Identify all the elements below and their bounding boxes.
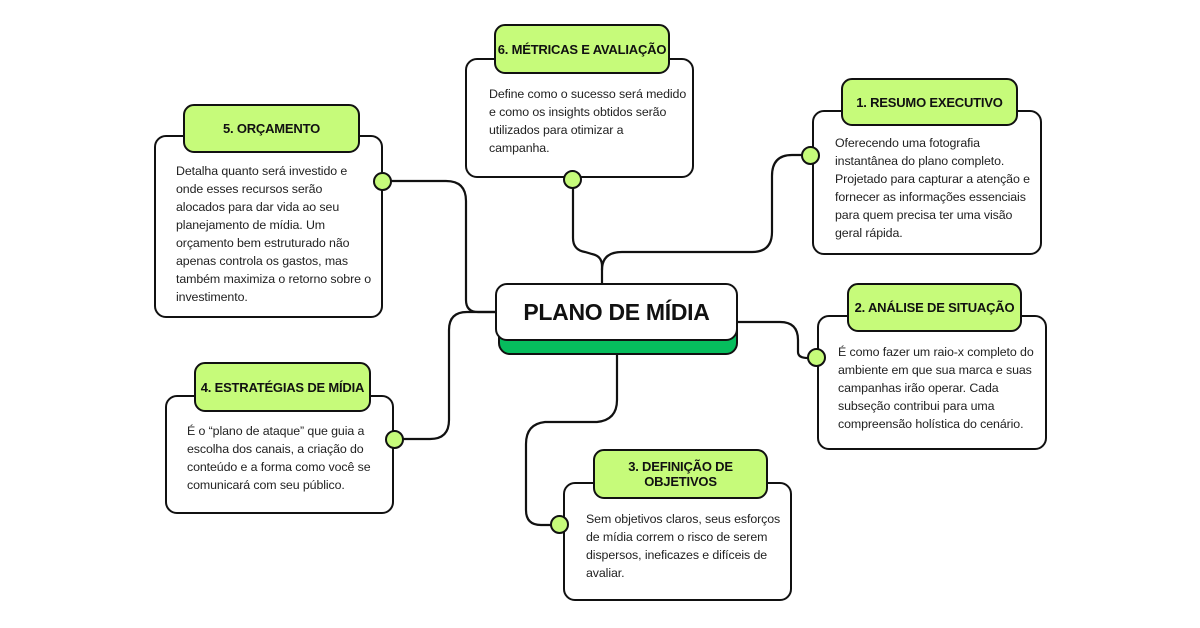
description-line: também maximiza o retorno sobre o <box>176 272 372 286</box>
description-line: compreensão holística do cenário. <box>838 417 1024 431</box>
description-line: para quem precisa ter uma visão <box>835 208 1013 222</box>
description-line: campanhas irão operar. Cada <box>838 381 999 395</box>
node-card-analise: É como fazer um raio-x completo do ambie… <box>817 315 1047 450</box>
node-description: Sem objetivos claros, seus esforços de m… <box>586 510 792 582</box>
description-line: apenas controla os gastos, mas <box>176 254 348 268</box>
node-title-objetivos: 3. DEFINIÇÃO DE OBJETIVOS <box>593 449 768 499</box>
node-description: Define como o sucesso será medido e como… <box>489 85 694 157</box>
description-line: onde esses recursos serão <box>176 182 323 196</box>
connector-metricas <box>571 178 604 285</box>
description-line: É o “plano de ataque” que guia a <box>187 424 365 438</box>
connector-estrategias <box>393 310 497 441</box>
node-description: Detalha quanto será investido e onde ess… <box>176 162 381 306</box>
description-line: fornecer as informações essenciais <box>835 190 1026 204</box>
description-line: Oferecendo uma fotografia <box>835 136 980 150</box>
description-line: Sem objetivos claros, seus esforços <box>586 512 781 526</box>
description-line: Projetado para capturar a atenção e <box>835 172 1030 186</box>
connector-dot-analise <box>807 348 826 367</box>
description-line: Detalha quanto será investido e <box>176 164 348 178</box>
description-line: geral rápida. <box>835 226 903 240</box>
title-line: OBJETIVOS <box>644 474 717 489</box>
node-title-orcamento: 5. ORÇAMENTO <box>183 104 360 153</box>
connector-analise <box>736 320 818 360</box>
node-card-estrategias: É o “plano de ataque” que guia a escolha… <box>165 395 394 514</box>
description-line: instantânea do plano completo. <box>835 154 1005 168</box>
connector-objetivos <box>524 353 619 527</box>
description-line: avaliar. <box>586 566 625 580</box>
connector-dot-estrategias <box>385 430 404 449</box>
node-description: Oferecendo uma fotografia instantânea do… <box>835 134 1040 242</box>
connector-dot-resumo <box>801 146 820 165</box>
description-line: conteúdo e a forma como você se <box>187 460 371 474</box>
node-title-estrategias: 4. ESTRATÉGIAS DE MÍDIA <box>194 362 371 412</box>
node-card-metricas: Define como o sucesso será medido e como… <box>465 58 694 178</box>
node-card-objetivos: Sem objetivos claros, seus esforços de m… <box>563 482 792 601</box>
node-card-orcamento: Detalha quanto será investido e onde ess… <box>154 135 383 318</box>
description-line: investimento. <box>176 290 248 304</box>
connector-orcamento <box>381 179 497 314</box>
description-line: utilizados para otimizar a <box>489 123 624 137</box>
description-line: orçamento bem estruturado não <box>176 236 350 250</box>
description-line: Define como o sucesso será medido <box>489 87 687 101</box>
description-line: ambiente em que sua marca e suas <box>838 363 1032 377</box>
description-line: dispersos, ineficazes e difíceis de <box>586 548 768 562</box>
node-title-analise: 2. ANÁLISE DE SITUAÇÃO <box>847 283 1022 332</box>
description-line: subseção contribui para uma <box>838 399 995 413</box>
title-line: 3. DEFINIÇÃO DE <box>628 459 733 474</box>
description-line: alocados para dar vida ao seu <box>176 200 340 214</box>
description-line: e como os insights obtidos serão <box>489 105 667 119</box>
description-line: campanha. <box>489 141 550 155</box>
connector-dot-metricas <box>563 170 582 189</box>
central-node: PLANO DE MÍDIA <box>495 283 738 341</box>
description-line: É como fazer um raio-x completo do <box>838 345 1034 359</box>
node-title-resumo: 1. RESUMO EXECUTIVO <box>841 78 1018 126</box>
description-line: de mídia correm o risco de serem <box>586 530 768 544</box>
description-line: planejamento de mídia. Um <box>176 218 326 232</box>
node-description: É como fazer um raio-x completo do ambie… <box>838 343 1047 433</box>
node-description: É o “plano de ataque” que guia a escolha… <box>187 422 394 494</box>
description-line: comunicará com seu público. <box>187 478 345 492</box>
description-line: escolha dos canais, a criação do <box>187 442 364 456</box>
connector-dot-objetivos <box>550 515 569 534</box>
connector-resumo <box>600 153 814 272</box>
node-title-metricas: 6. MÉTRICAS E AVALIAÇÃO <box>494 24 670 74</box>
connector-dot-orcamento <box>373 172 392 191</box>
node-card-resumo: Oferecendo uma fotografia instantânea do… <box>812 110 1042 255</box>
